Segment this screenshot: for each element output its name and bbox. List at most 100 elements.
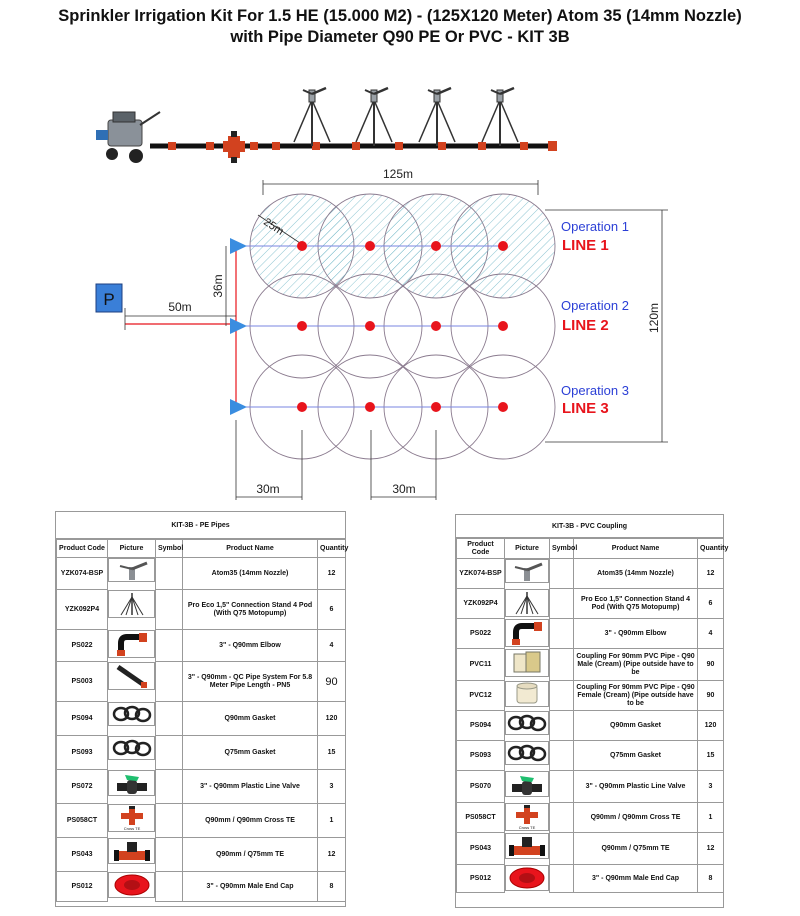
product-picture — [108, 629, 155, 658]
product-symbol — [549, 770, 574, 803]
product-picture — [108, 661, 155, 690]
table-pvc-title: KIT-3B - PVC Coupling — [456, 515, 723, 538]
product-picture — [505, 864, 549, 891]
product-code: PS043 — [56, 837, 108, 872]
product-code: YZK092P4 — [56, 589, 108, 630]
sprinkler-gun-icon — [115, 559, 149, 581]
product-symbol — [549, 618, 574, 649]
col-header-picture: Picture — [504, 538, 550, 559]
product-code: PS070 — [456, 770, 505, 803]
col-header-qty: Quantity — [317, 539, 348, 558]
product-quantity: 3 — [317, 769, 346, 804]
product-name: 3" - Q90mm Elbow — [182, 629, 318, 662]
table-pvc-grid: Product Code Picture Symbol Product Name… — [456, 538, 728, 893]
product-quantity: 6 — [697, 588, 724, 619]
cross-te-icon — [223, 131, 245, 163]
product-symbol — [155, 661, 183, 702]
product-name: Pro Eco 1,5" Connection Stand 4 Pod (Wit… — [573, 588, 698, 619]
sprinkler-point — [365, 321, 375, 331]
coupling-female-icon — [510, 682, 544, 706]
sprinkler-point — [431, 321, 441, 331]
product-picture: Cross TE — [505, 802, 549, 831]
sprinkler-point — [297, 321, 307, 331]
product-picture — [108, 589, 155, 618]
product-code: PS093 — [456, 740, 505, 771]
product-symbol — [549, 680, 574, 711]
title-line-1: Sprinkler Irrigation Kit For 1.5 HE (15.… — [58, 7, 742, 25]
product-quantity: 1 — [317, 803, 346, 838]
sprinkler-gun-icon — [510, 560, 544, 582]
product-symbol — [549, 832, 574, 865]
product-symbol — [155, 803, 183, 838]
product-symbol — [155, 735, 183, 770]
table-pvc-coupling: KIT-3B - PVC Coupling Product Code Pictu… — [455, 514, 728, 908]
operation-3-label: Operation 3 — [561, 383, 629, 398]
col-header-name: Product Name — [182, 539, 318, 558]
sprinkler-point — [297, 402, 307, 412]
product-symbol — [549, 802, 574, 833]
product-symbol — [155, 629, 183, 662]
irrigation-layout-diagram: 125m 120m 25m P 50m 36m — [95, 86, 668, 500]
product-symbol — [155, 837, 183, 872]
dim-120m: 120m — [647, 303, 661, 333]
pump-box — [95, 283, 123, 313]
product-name: Pro Eco 1,5" Connection Stand 4 Pod (Wit… — [182, 589, 318, 630]
product-quantity: 3 — [697, 770, 724, 803]
te-icon — [507, 834, 547, 858]
product-symbol — [549, 864, 574, 893]
product-picture — [505, 710, 549, 735]
product-symbol — [155, 701, 183, 736]
operation-2-label: Operation 2 — [561, 298, 629, 313]
product-picture — [108, 871, 155, 898]
product-name: Q90mm / Q75mm TE — [573, 832, 698, 865]
product-picture — [505, 588, 549, 617]
sprinkler-point — [498, 241, 508, 251]
product-symbol — [549, 558, 574, 589]
end-cap-icon — [112, 873, 152, 897]
col-header-code: Product Code — [56, 539, 108, 558]
product-symbol — [549, 710, 574, 741]
col-header-symbol: Symbol — [549, 538, 577, 559]
elbow-icon — [510, 620, 544, 646]
sprinkler-point — [365, 402, 375, 412]
product-picture — [108, 701, 155, 726]
table-pe-title: KIT-3B - PE Pipes — [56, 512, 345, 539]
product-picture — [108, 735, 155, 760]
product-symbol — [155, 589, 183, 630]
product-quantity: 120 — [697, 710, 724, 741]
motopump-icon — [96, 111, 161, 163]
product-code: YZK074-BSP — [56, 557, 108, 590]
product-code: YZK074-BSP — [456, 558, 505, 589]
gasket-icon — [112, 703, 152, 725]
product-quantity: 8 — [317, 871, 346, 902]
product-picture — [505, 680, 549, 707]
product-quantity: 120 — [317, 701, 346, 736]
valve-icon — [113, 771, 151, 795]
cross-te-icon: Cross TE — [512, 804, 542, 830]
end-cap-icon — [507, 866, 547, 890]
tripod-sprinkler-icon — [293, 86, 331, 146]
svg-text:Cross TE: Cross TE — [123, 826, 140, 831]
product-name: 3" - Q90mm Elbow — [573, 618, 698, 649]
product-quantity: 90 — [697, 680, 724, 711]
dim-30m-mid: 30m — [392, 482, 415, 496]
product-name: Q75mm Gasket — [573, 740, 698, 771]
product-name: 3" - Q90mm Plastic Line Valve — [573, 770, 698, 803]
coupling-male-icon — [508, 650, 546, 676]
tripod-sprinkler-icon — [355, 86, 393, 146]
valve-icon — [230, 399, 247, 415]
product-code: PS012 — [456, 864, 505, 893]
sprinkler-point — [431, 241, 441, 251]
